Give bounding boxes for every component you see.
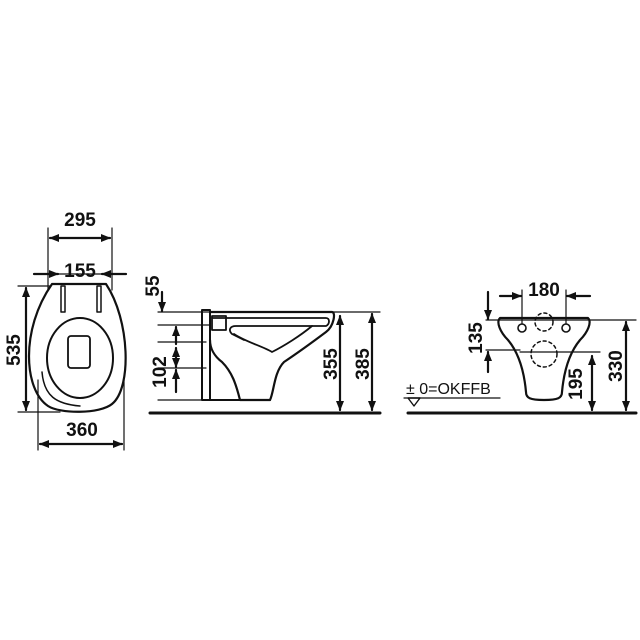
dim-label-385: 385 [353, 348, 374, 380]
seat-side [211, 317, 330, 341]
wall-plate [201, 309, 211, 401]
dim-label-360: 360 [66, 420, 98, 441]
dim-label-535: 535 [4, 334, 25, 366]
trap-curve [233, 325, 313, 353]
inlet-hidden [534, 312, 554, 332]
dim-label-295: 295 [64, 210, 96, 231]
dim-label-55: 55 [143, 275, 164, 297]
floor-reference-marker [407, 397, 421, 407]
outlet-hidden [530, 340, 558, 368]
outlet-rectangle [67, 335, 91, 369]
bowl-front-outline [497, 316, 591, 402]
dim-label-180: 180 [528, 280, 560, 301]
front-view: 180 135 195 330 ± 0=OKFFB [403, 280, 638, 415]
side-view: 55 102 355 385 [143, 275, 382, 415]
rim-curve [41, 371, 81, 407]
fixing-hole-front-right [561, 323, 571, 333]
floor-reference-label: ± 0=OKFFB [406, 381, 491, 398]
dim-label-102: 102 [150, 356, 171, 388]
dim-label-155: 155 [64, 261, 96, 282]
fixing-hole-right [96, 285, 102, 313]
dim-label-195: 195 [566, 368, 587, 400]
fixing-hole-front-left [517, 323, 527, 333]
dim-label-330: 330 [606, 350, 627, 382]
outlet-spigot [211, 315, 227, 331]
seat-opening [46, 317, 114, 399]
top-view: 295 155 535 360 [4, 210, 128, 451]
fixing-hole-left [60, 285, 66, 313]
dim-label-355: 355 [321, 348, 342, 380]
dim-label-135: 135 [466, 322, 487, 354]
bowl-side-outline [208, 310, 336, 402]
